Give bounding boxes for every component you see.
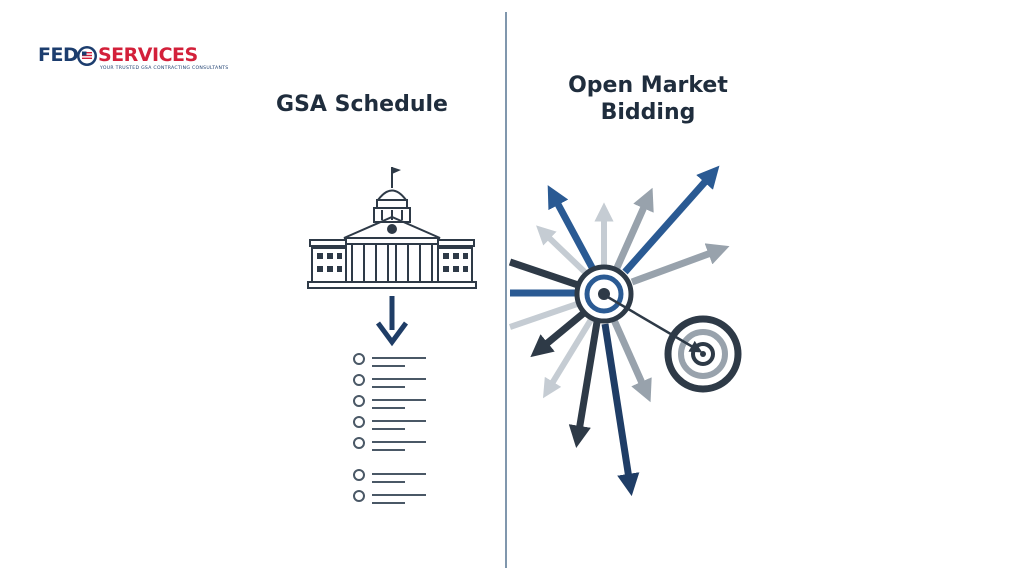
checklist-item [353, 469, 426, 483]
open-market-title-line2: Bidding [600, 100, 696, 125]
scattered-arrows-icon [508, 165, 730, 497]
arrow-up-right-blue [622, 165, 720, 275]
logo-text-fed: FED [38, 44, 79, 66]
arrow-left-light [509, 300, 581, 330]
checklist [353, 353, 426, 504]
target-icon [664, 315, 742, 393]
arrow-left-dark [508, 258, 580, 289]
arrow-down-left-light [542, 316, 595, 399]
arrow-up-right-gray [612, 187, 654, 272]
logo-tagline: YOUR TRUSTED GSA CONTRACTING CONSULTANTS [100, 66, 229, 71]
checklist-item [353, 374, 426, 388]
arrow-up-left-light [536, 225, 593, 280]
arrow-down-right-gray [610, 318, 652, 403]
arrow-up-left [547, 185, 599, 275]
checklist-item [353, 416, 426, 430]
center-divider [505, 12, 507, 568]
arrow-down-navy [601, 323, 640, 497]
government-building-icon [307, 167, 477, 289]
fed-services-logo: FED SERVICES YOUR TRUSTED GSA CONTRACTIN… [38, 44, 228, 74]
checklist-item [353, 353, 426, 367]
arrow-down-left-dark [530, 309, 588, 358]
gsa-schedule-title: GSA Schedule [276, 92, 448, 117]
building-windows [317, 253, 468, 272]
target-icon [574, 264, 634, 324]
checklist-item [353, 437, 426, 451]
open-market-title: Open Market Bidding [548, 72, 748, 126]
arrow-to-target [605, 294, 703, 353]
arrow-right-gray [630, 243, 730, 286]
open-market-title-line1: Open Market [568, 73, 728, 98]
checklist-item [353, 490, 426, 504]
arrow-down-icon [375, 296, 409, 347]
checklist-item [353, 395, 426, 409]
logo-text-services: SERVICES [98, 44, 198, 66]
arrow-down-dark [568, 321, 601, 449]
seal-icon [77, 46, 97, 66]
